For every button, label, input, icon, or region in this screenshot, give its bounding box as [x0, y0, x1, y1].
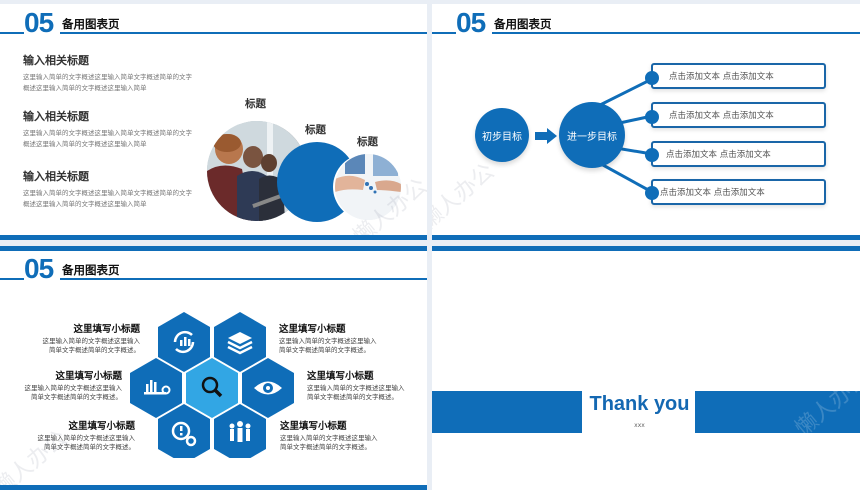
slide-header: 05 备用图表页	[0, 7, 427, 38]
hex-refresh-chart	[158, 312, 210, 372]
hex-label: 这里填写小标题 这里输入简单的文字概述这里输入简单文字概述简单的文字概述。	[307, 368, 427, 402]
circle-label: 标题	[305, 124, 326, 136]
start-goal-node: 初步目标	[475, 108, 529, 162]
text-item: 输入相关标题 这里输入简单的文字概述这里输入简单文字概述简单的文字概述这里输入简…	[23, 108, 198, 150]
item-title: 输入相关标题	[23, 170, 89, 183]
hex-label-text: 这里输入简单的文字概述这里输入简单文字概述简单的文字概述。	[279, 337, 377, 354]
text-box-label: 点击添加文本 点击添加文本	[669, 72, 774, 82]
item-text: 这里输入简单的文字概述这里输入简单文字概述简单的文字概述这里输入简单的文字概述这…	[23, 129, 192, 148]
section-number: 05	[24, 7, 54, 38]
header-line-left	[0, 278, 24, 280]
hex-label-title: 这里填写小标题	[280, 421, 347, 432]
hex-label-text: 这里输入简单的文字概述这里输入简单文字概述简单的文字概述。	[280, 434, 378, 451]
slide-3[interactable]: 05 备用图表页	[0, 246, 427, 490]
slide-bottom-bar	[432, 235, 860, 240]
header-line-right	[492, 32, 860, 34]
hex-layers	[214, 312, 266, 372]
slide-2[interactable]: 05 备用图表页 初步目标 进一步目标 点击添加文本 点击添加文本 点击添加文本…	[432, 4, 860, 240]
thank-you-subtitle: xxx	[634, 422, 645, 429]
hexagon-cluster	[130, 312, 294, 458]
arrow-right-icon	[535, 128, 557, 148]
text-box[interactable]: 点击添加文本 点击添加文本	[651, 141, 826, 167]
text-box[interactable]: 点击添加文本 点击添加文本	[651, 179, 826, 205]
header-line-right	[60, 278, 427, 280]
text-item: 输入相关标题 这里输入简单的文字概述这里输入简单文字概述简单的文字概述这里输入简…	[23, 168, 198, 210]
header-line-left	[0, 32, 24, 34]
slide-top-bar	[0, 246, 427, 251]
header-line-right	[60, 32, 427, 34]
hex-label-text: 这里输入简单的文字概述这里输入简单文字概述简单的文字概述。	[24, 384, 123, 401]
slide-4[interactable]: Thank you xxx 懒人办公	[432, 246, 860, 490]
hex-label-text: 这里输入简单的文字概述这里输入简单文字概述简单的文字概述。	[42, 337, 141, 354]
section-title: 备用图表页	[494, 17, 552, 31]
hex-team	[214, 404, 266, 458]
header-line-left	[432, 32, 456, 34]
hex-label-title: 这里填写小标题	[55, 371, 122, 382]
slide-bottom-bar	[0, 485, 427, 490]
hex-eye	[242, 358, 294, 418]
text-box[interactable]: 点击添加文本 点击添加文本	[651, 102, 826, 128]
item-text: 这里输入简单的文字概述这里输入简单文字概述简单的文字概述这里输入简单的文字概述这…	[23, 73, 192, 92]
item-title: 输入相关标题	[23, 110, 89, 123]
section-title: 备用图表页	[62, 17, 120, 31]
thank-you-title: Thank you	[589, 393, 690, 415]
text-box[interactable]: 点击添加文本 点击添加文本	[651, 63, 826, 89]
band-right	[695, 391, 860, 433]
connector-dot	[645, 148, 659, 162]
slide-1[interactable]: 05 备用图表页 输入相关标题 这里输入简单的文字概述这里输入简单文字概述简单的…	[0, 4, 427, 240]
hex-label-title: 这里填写小标题	[279, 324, 346, 335]
photo-hands	[335, 154, 401, 220]
hex-label-text: 这里输入简单的文字概述这里输入简单文字概述简单的文字概述。	[307, 384, 405, 401]
slide-header: 05 备用图表页	[432, 7, 860, 38]
hex-label: 这里填写小标题 这里输入简单的文字概述这里输入简单文字概述简单的文字概述。	[10, 321, 141, 355]
hex-label: 这里填写小标题 这里输入简单的文字概述这里输入简单文字概述简单的文字概述。	[0, 368, 123, 402]
hex-label-title: 这里填写小标题	[307, 371, 374, 382]
text-box-label: 点击添加文本 点击添加文本	[669, 111, 774, 121]
hex-chat-gear	[158, 404, 210, 458]
text-box-label: 点击添加文本 点击添加文本	[666, 150, 771, 160]
next-goal-node: 进一步目标	[559, 102, 625, 168]
text-box-label: 点击添加文本 点击添加文本	[660, 188, 765, 198]
hex-label: 这里填写小标题 这里输入简单的文字概述这里输入简单文字概述简单的文字概述。	[279, 321, 409, 355]
text-item: 输入相关标题 这里输入简单的文字概述这里输入简单文字概述简单的文字概述这里输入简…	[23, 52, 198, 94]
connector-dot	[645, 186, 659, 200]
circle-label: 标题	[357, 136, 378, 148]
slide-top-bar	[432, 246, 860, 251]
item-text: 这里输入简单的文字概述这里输入简单文字概述简单的文字概述这里输入简单的文字概述这…	[23, 189, 192, 208]
section-title: 备用图表页	[62, 263, 120, 277]
hex-label-title: 这里填写小标题	[73, 324, 140, 335]
slide-bottom-bar	[0, 235, 427, 240]
hex-label-text: 这里输入简单的文字概述这里输入简单文字概述简单的文字概述。	[37, 434, 136, 451]
item-title: 输入相关标题	[23, 54, 89, 67]
hex-search	[186, 358, 238, 418]
band-left	[432, 391, 582, 433]
hex-chart-key	[130, 358, 182, 418]
connector-dot	[645, 110, 659, 124]
hex-label-title: 这里填写小标题	[68, 421, 135, 432]
circle-label: 标题	[245, 98, 266, 110]
hex-label: 这里填写小标题 这里输入简单的文字概述这里输入简单文字概述简单的文字概述。	[280, 418, 410, 452]
slide-header: 05 备用图表页	[0, 253, 427, 284]
hex-label: 这里填写小标题 这里输入简单的文字概述这里输入简单文字概述简单的文字概述。	[5, 418, 136, 452]
section-number: 05	[24, 253, 54, 284]
connector-dot	[645, 71, 659, 85]
section-number: 05	[456, 7, 486, 38]
